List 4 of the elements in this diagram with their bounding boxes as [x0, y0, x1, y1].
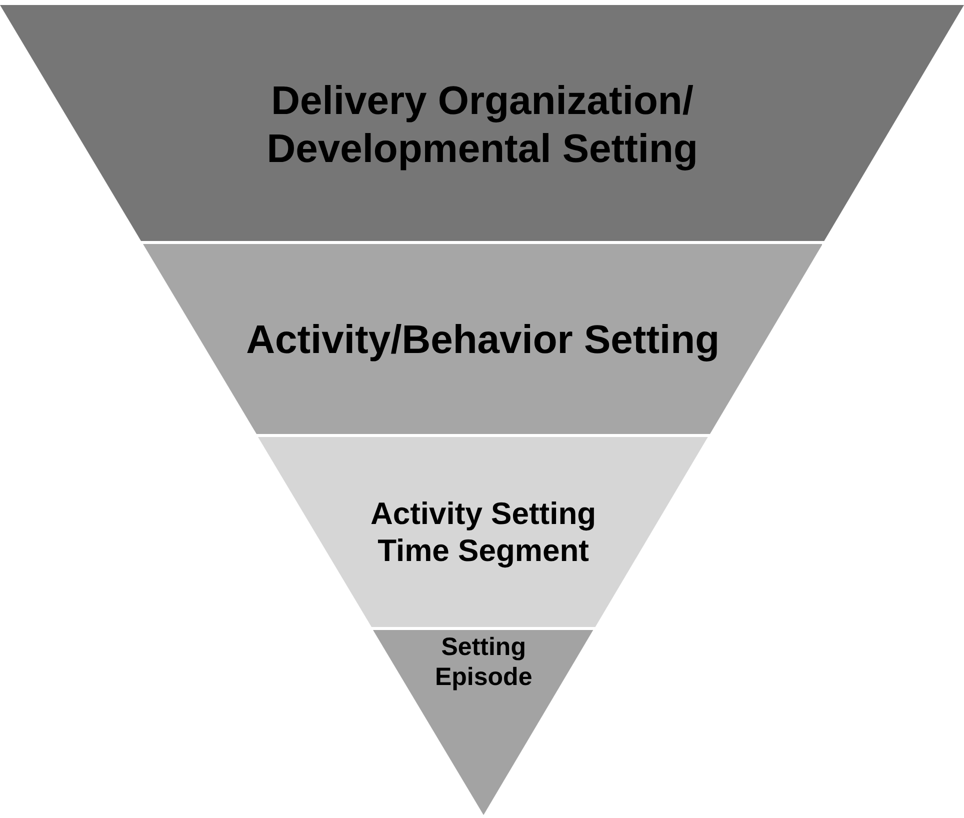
band-label: Activity Setting Time Segment	[369, 494, 598, 570]
band-label: Setting Episode	[434, 632, 534, 692]
band-label: Delivery Organization/ Developmental Setting	[266, 78, 699, 173]
band-label: Activity/Behavior Setting	[245, 317, 721, 364]
